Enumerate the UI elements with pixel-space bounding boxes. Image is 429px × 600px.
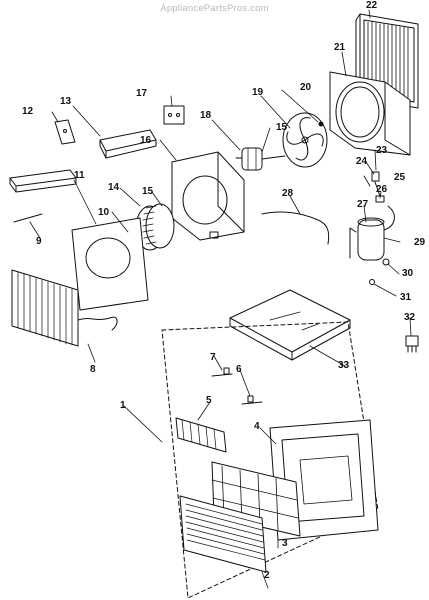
tube-part-28[interactable] [261, 211, 330, 245]
callout-10: 10 [98, 207, 110, 218]
callout-labels: 22 21 20 19 17 18 13 12 15 16 11 14 15 2… [22, 0, 426, 581]
leader-lines [29, 9, 412, 589]
front-assembly-enclosure [161, 321, 379, 599]
callout-16: 16 [140, 135, 152, 146]
callout-5: 5 [206, 395, 212, 406]
callout-4: 4 [254, 421, 260, 432]
fan-clip-part[interactable] [318, 121, 324, 127]
callout-13: 13 [60, 96, 72, 107]
callout-32: 32 [404, 312, 416, 323]
callout-25: 25 [394, 172, 406, 183]
callout-15-a: 15 [276, 122, 288, 133]
callout-23: 23 [376, 145, 388, 156]
callout-21: 21 [334, 42, 346, 53]
callout-15-b: 15 [142, 186, 154, 197]
callout-14: 14 [108, 182, 120, 193]
callout-12: 12 [22, 106, 34, 117]
shroud-part[interactable] [329, 71, 411, 156]
front-grille-part[interactable] [179, 495, 267, 573]
callout-20: 20 [300, 82, 312, 93]
callout-18: 18 [200, 110, 212, 121]
bracket-parts-6-7[interactable] [211, 367, 263, 405]
blower-wheel-part[interactable] [135, 203, 175, 251]
callout-22: 22 [366, 0, 378, 11]
louver-part[interactable] [175, 417, 227, 453]
callout-30: 30 [402, 268, 414, 279]
callout-9: 9 [36, 236, 42, 247]
callout-7: 7 [210, 352, 216, 363]
base-pan-part[interactable] [229, 289, 351, 361]
callout-8: 8 [90, 364, 96, 375]
callout-6: 6 [236, 364, 242, 375]
watermark: AppliancePartsPros.com [160, 3, 269, 14]
callout-24: 24 [356, 156, 368, 167]
callout-19: 19 [252, 87, 264, 98]
callout-1: 1 [120, 400, 126, 411]
bracket-plate-17[interactable] [163, 105, 185, 125]
callout-31: 31 [400, 292, 412, 303]
callout-26: 26 [376, 184, 388, 195]
callout-3: 3 [282, 538, 288, 549]
callout-29: 29 [414, 237, 426, 248]
condenser-fan-blade-part[interactable] [282, 112, 328, 168]
top-channel-part[interactable] [99, 129, 157, 159]
evaporator-coil-part[interactable] [11, 269, 118, 347]
callout-2: 2 [264, 570, 270, 581]
rod-part-9[interactable] [13, 213, 43, 223]
callout-33: 33 [338, 360, 350, 371]
compressor-part[interactable] [349, 205, 395, 261]
callout-27: 27 [357, 199, 369, 210]
callout-28: 28 [282, 188, 294, 199]
partition-panel-part[interactable] [9, 169, 149, 311]
callout-17: 17 [136, 88, 148, 99]
callout-11: 11 [74, 170, 85, 181]
terminal-part-32[interactable] [405, 335, 419, 353]
blower-housing-part[interactable] [171, 151, 245, 241]
fan-motor-part[interactable] [235, 147, 286, 171]
grommet-bolts-part[interactable] [369, 258, 390, 285]
bracket-part-12[interactable] [54, 119, 76, 145]
